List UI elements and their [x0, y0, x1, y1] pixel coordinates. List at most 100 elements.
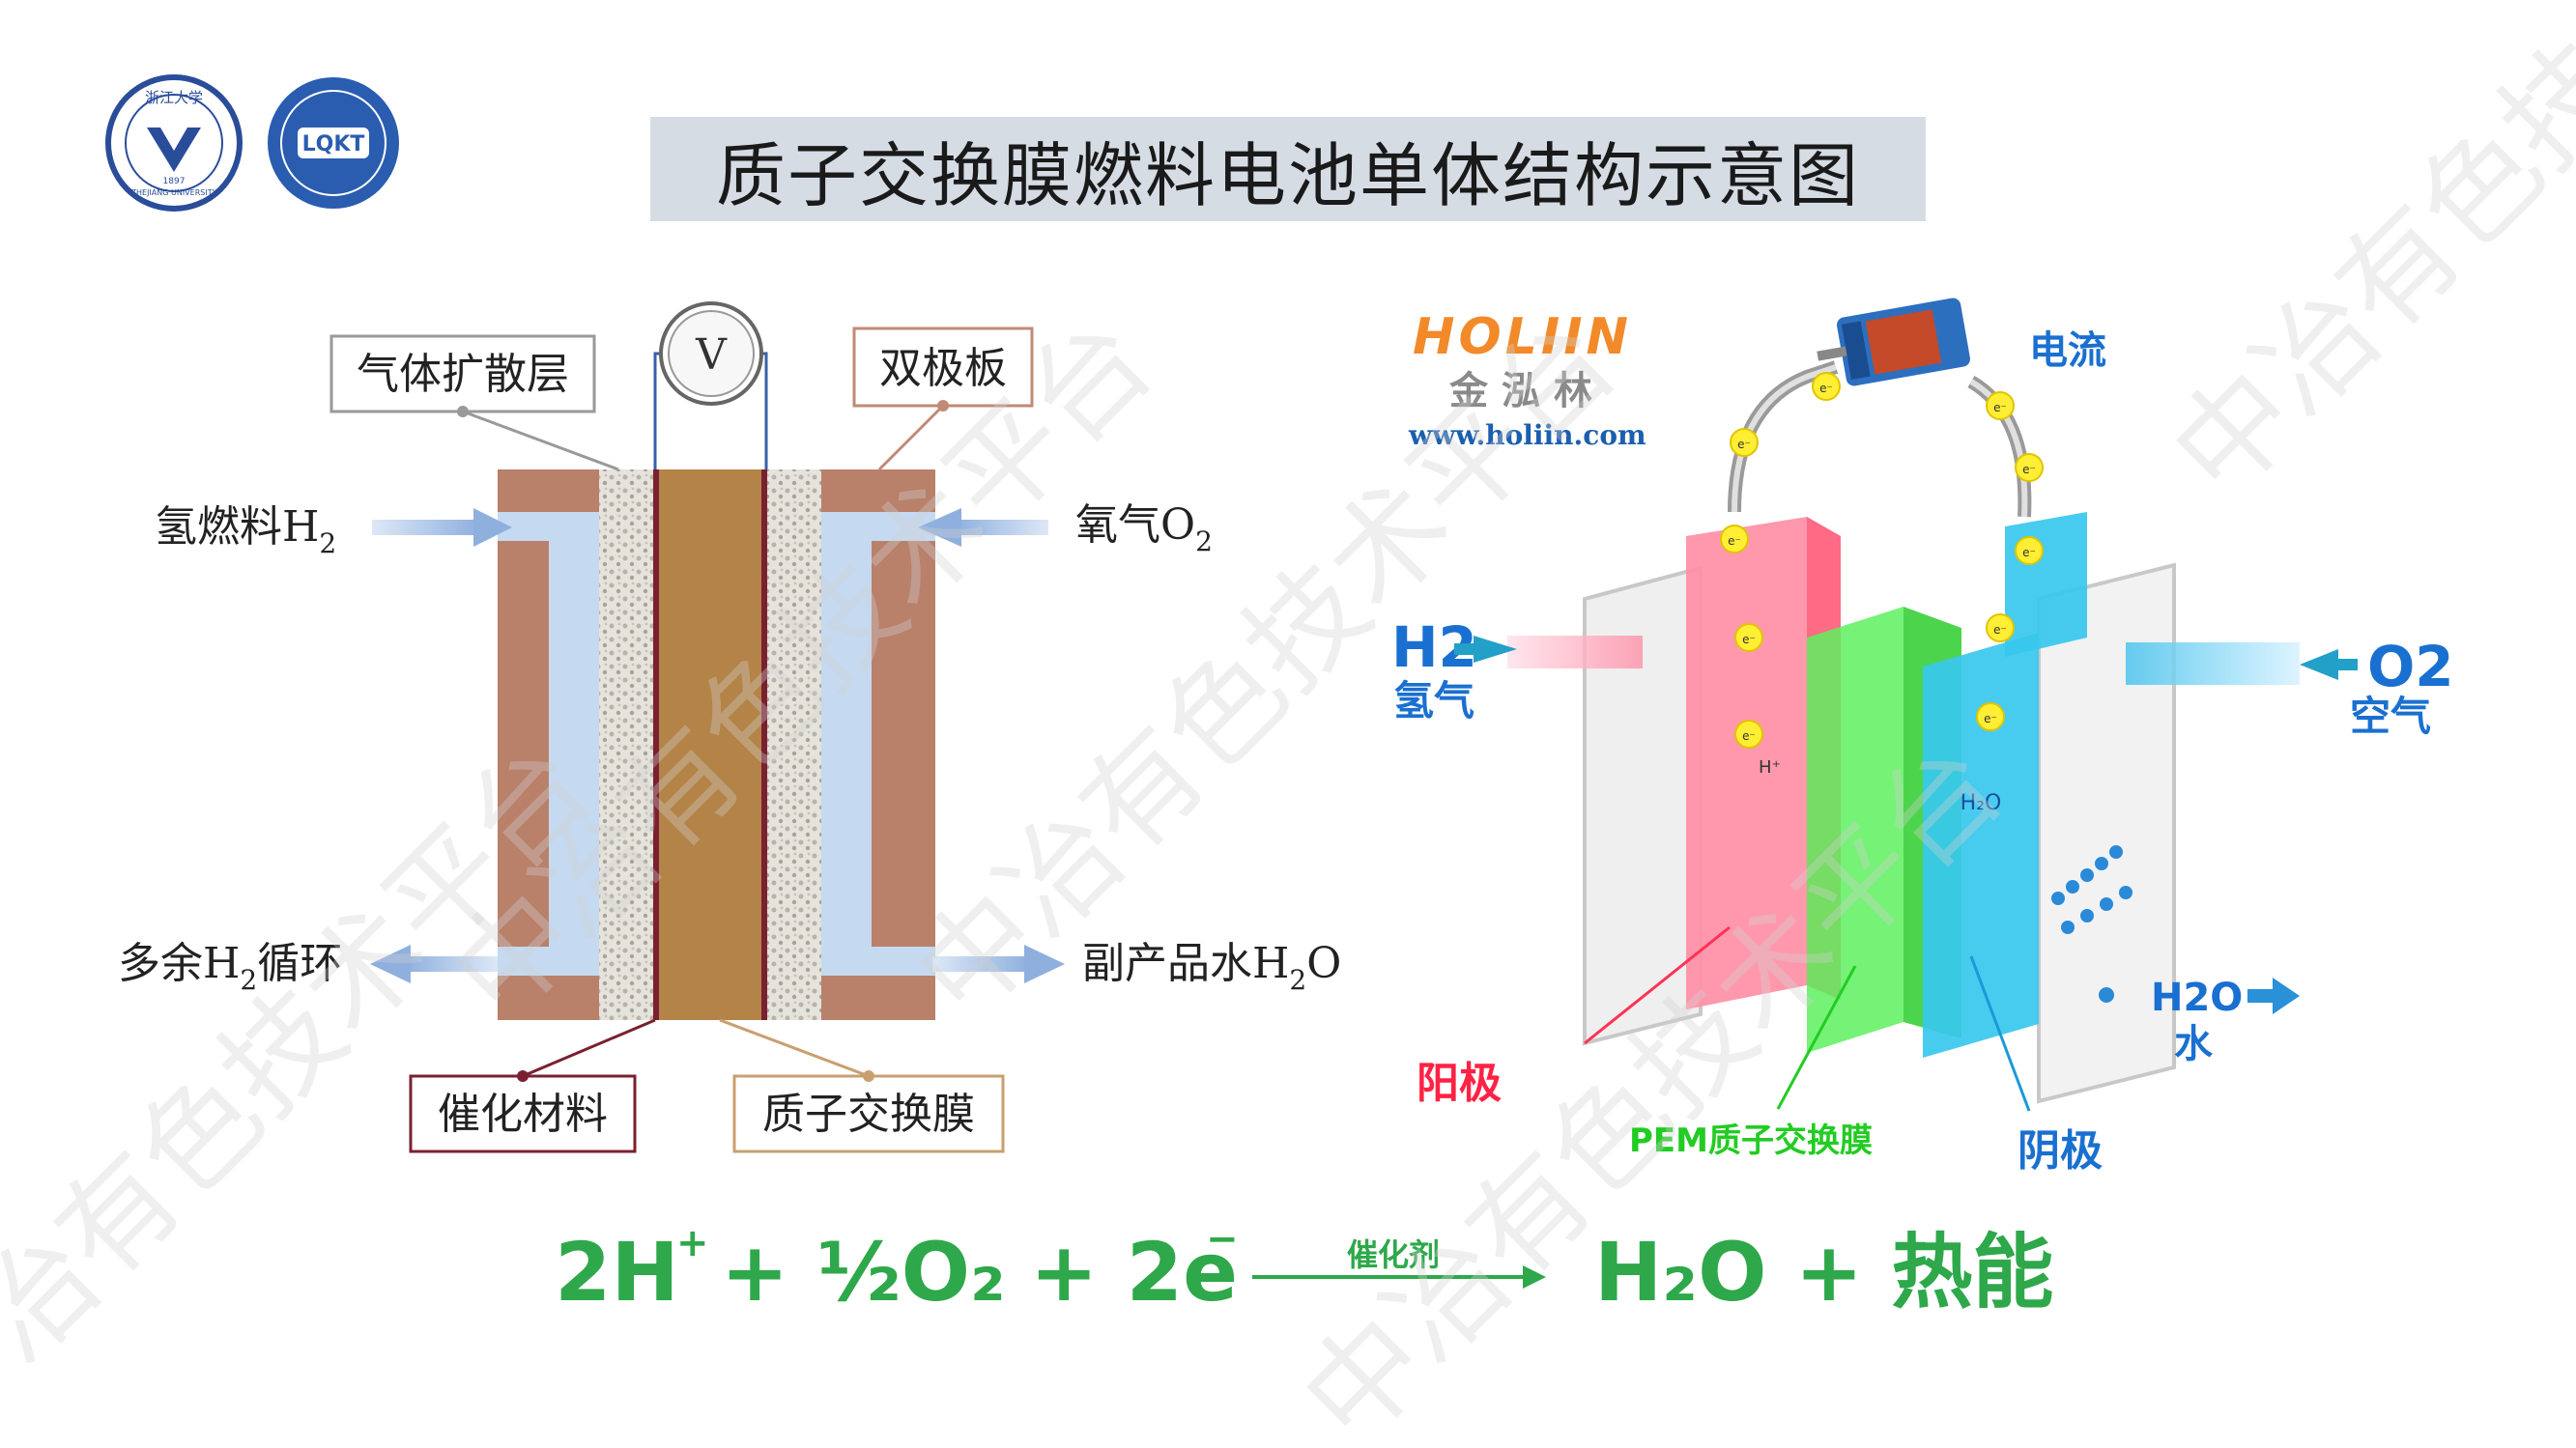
voltmeter-label: V [695, 330, 728, 380]
electron-label: e⁻ [1742, 633, 1756, 646]
h2o-outflow-arrow [2247, 978, 2300, 1014]
right-fuel-cell-diagram: HOLIIN 金 泓 林 www.holiin.com 电流 [1391, 298, 2454, 1176]
brand-chinese: 金 泓 林 [1448, 368, 1592, 413]
oxygen-text: 氧气O [1075, 500, 1195, 550]
anode-layer [1686, 517, 1807, 1009]
water-label: 水 [2174, 1022, 2214, 1066]
proton-marker: H⁺ [1759, 757, 1781, 778]
electron-label: e⁻ [1737, 438, 1751, 451]
watermark: 中冶有色技术平台 [2147, 0, 2576, 523]
electron-label: e⁻ [1742, 729, 1756, 743]
water-out-arrow [932, 945, 1065, 983]
motor-icon [1817, 298, 1970, 386]
pem-callout: 质子交换膜 [719, 1018, 1005, 1153]
o2-inflow [2126, 642, 2300, 685]
gas-diffusion-layer-label: 气体扩散层 [357, 350, 569, 399]
equation-arrow [1252, 1265, 1546, 1289]
equation-half-o2: + ½O₂ [721, 1225, 1006, 1320]
left-flow-outlet [498, 947, 549, 976]
university-logo-sub: ZHEJIANG UNIVERSITY [131, 188, 217, 197]
hydrogen-fuel-label: 氢燃料H2 [155, 502, 336, 559]
university-logo-year: 1897 [163, 177, 186, 186]
gas-diffusion-layer-callout: 气体扩散层 [329, 334, 619, 471]
right-gas-diffusion-layer [767, 469, 821, 1020]
equation-2h: 2H [555, 1225, 679, 1320]
bipolar-plate-callout: 双极板 [852, 327, 1034, 471]
byproduct-water-subscript: 2 [1289, 964, 1306, 996]
o2-formula: O2 [2367, 634, 2454, 699]
university-logo: 浙江大学 ZHEJIANG UNIVERSITY 1897 [105, 74, 243, 212]
hydrogen-fuel-subscript: 2 [319, 527, 336, 559]
title-banner: 质子交换膜燃料电池单体结构示意图 [650, 117, 1926, 221]
equation-plus-superscript: + [676, 1221, 709, 1265]
right-flow-channel [821, 512, 872, 976]
electron-markers: e⁻ e⁻ e⁻ e⁻ e⁻ e⁻ e⁻ e⁻ e⁻ e⁻ [1720, 372, 2044, 749]
byproduct-water-suffix: O [1306, 939, 1341, 988]
h2-in-arrow [372, 508, 512, 547]
equation-minus-superscript: − [1206, 1217, 1239, 1262]
reaction-equation: 2H + + ½O₂ + 2e − 催化剂 H₂O + 热能 [555, 1217, 2053, 1320]
left-gas-diffusion-layer [599, 469, 653, 1020]
catalyst-callout: 催化材料 [409, 1018, 656, 1153]
electron-label: e⁻ [1984, 712, 1997, 725]
proton-exchange-membrane [659, 469, 761, 1020]
o2-in-arrow [918, 508, 1048, 547]
left-catalyst-layer [653, 469, 659, 1020]
pem-pointer [1776, 965, 1857, 1110]
page-title: 质子交换膜燃料电池单体结构示意图 [715, 134, 1860, 216]
hydrogen-fuel-text: 氢燃料H [155, 502, 319, 552]
equation-rhs: H₂O + 热能 [1594, 1225, 2053, 1320]
h2-inflow [1507, 636, 1643, 668]
pem-label-right: PEM质子交换膜 [1629, 1121, 1873, 1160]
electron-label: e⁻ [1993, 623, 2007, 637]
logo-group: 浙江大学 ZHEJIANG UNIVERSITY 1897 LQKT [105, 74, 399, 212]
company-logo-abbr: LQKT [302, 132, 365, 156]
water-molecule-marker: H₂O [1961, 791, 2002, 815]
h2o-outlet-label: H2O 水 [2151, 976, 2243, 1066]
air-label: 空气 [2350, 693, 2431, 740]
electron-label: e⁻ [2022, 463, 2036, 476]
catalyst-label: 催化材料 [438, 1090, 608, 1139]
hydrogen-label: 氢气 [1393, 677, 1474, 724]
o2-inlet-label: O2 空气 [2300, 634, 2454, 740]
pem-label: 质子交换膜 [762, 1090, 975, 1139]
excess-h2-out-arrow [370, 945, 498, 983]
left-flow-channel [549, 512, 599, 976]
anode-pointer [1584, 925, 1731, 1045]
equation-2e: + 2e [1030, 1225, 1238, 1320]
h2o-formula: H2O [2151, 976, 2243, 1020]
brand-url: www.holiin.com [1408, 419, 1646, 451]
bipolar-plate-label: 双极板 [879, 344, 1007, 393]
excess-h2-text: 多余H [118, 939, 240, 988]
oxygen-label: 氧气O2 [1075, 500, 1213, 557]
right-flow-outlet [872, 947, 935, 976]
left-fuel-cell-diagram: V [118, 301, 1341, 1153]
current-label: 电流 [2029, 328, 2106, 373]
university-logo-name: 浙江大学 [145, 89, 203, 106]
excess-h2-label: 多余H2循环 [118, 939, 342, 996]
h2-inlet-label: H2 氢气 [1391, 614, 1517, 724]
oxygen-subscript: 2 [1195, 525, 1213, 557]
electron-label: e⁻ [1728, 534, 1741, 548]
cathode-layer [1923, 633, 2039, 1058]
company-logo: LQKT [268, 77, 399, 209]
electron-label: e⁻ [1819, 382, 1833, 395]
byproduct-water-label: 副产品水H2O [1082, 939, 1341, 996]
water-droplets [2051, 845, 2132, 1003]
cathode-label: 阴极 [2018, 1126, 2103, 1176]
electron-label: e⁻ [2022, 546, 2036, 559]
anode-housing [1583, 565, 1703, 1046]
brand-logo: HOLIIN [1413, 308, 1632, 366]
anode-label: 阳极 [1417, 1059, 1502, 1108]
pem-layer [1807, 607, 1903, 1053]
electron-label: e⁻ [1993, 401, 2007, 414]
cathode-pointer [1969, 955, 2031, 1112]
excess-h2-suffix: 循环 [257, 939, 342, 988]
voltmeter: V [659, 301, 763, 406]
excess-h2-subscript: 2 [240, 964, 257, 996]
equation-catalyst: 催化剂 [1347, 1236, 1440, 1273]
right-catalyst-layer [761, 469, 767, 1020]
byproduct-water-text: 副产品水H [1082, 939, 1289, 988]
